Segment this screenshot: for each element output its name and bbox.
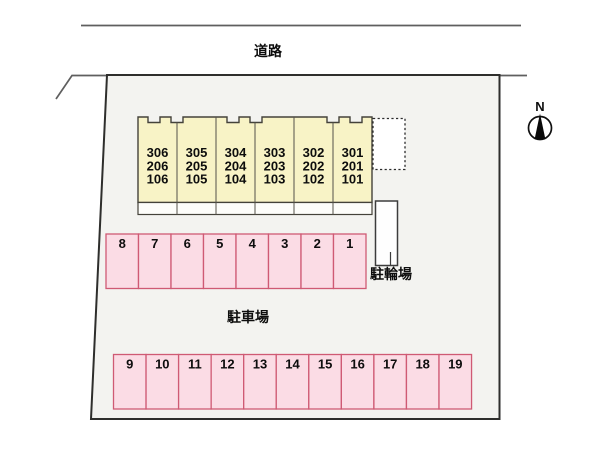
room-number: 201 (342, 158, 364, 173)
parking-row-lower: 9 10 11 12 13 14 15 16 17 18 19 (112, 353, 473, 410)
parking-space (308, 353, 342, 410)
parking-space-number: 9 (126, 357, 133, 372)
building-unit-labels: 306 206 106 305 205 105 304 204 104 303 … (147, 145, 364, 187)
parking-space (340, 353, 375, 410)
building-unit: 304 204 104 (225, 145, 247, 187)
north-needle-icon (534, 113, 546, 140)
room-number: 106 (147, 172, 169, 187)
room-number: 205 (186, 158, 208, 173)
parking-space (105, 233, 140, 290)
parking-space (243, 353, 277, 410)
building-unit-dividers (176, 117, 334, 215)
parking-lot-label: 駐車場 (227, 309, 269, 325)
parking-space-number: 17 (383, 357, 397, 372)
building-unit: 302 202 102 (303, 145, 325, 187)
room-number: 103 (264, 172, 286, 187)
parking-space (275, 353, 310, 410)
parking-space-number: 4 (249, 236, 257, 251)
building-unit: 301 201 101 (342, 145, 364, 187)
room-number: 102 (303, 172, 325, 187)
room-number: 301 (342, 145, 364, 160)
room-number: 206 (147, 158, 169, 173)
parking-space-number: 13 (253, 357, 267, 372)
parking-space-number: 6 (184, 236, 191, 251)
bicycle-parking-label: 駐輪場 (370, 266, 412, 282)
compass-north-label: N (535, 99, 544, 114)
road-label: 道路 (254, 43, 283, 59)
parking-space-number: 7 (151, 236, 158, 251)
parking-space-number: 16 (350, 357, 364, 372)
parking-space (137, 233, 172, 290)
parking-space-number: 10 (155, 357, 169, 372)
room-number: 101 (342, 172, 364, 187)
room-number: 305 (186, 145, 208, 160)
parking-space-number: 12 (220, 357, 234, 372)
room-number: 303 (264, 145, 286, 160)
parking-space (438, 353, 473, 410)
parking-space (332, 233, 367, 290)
room-number: 306 (147, 145, 169, 160)
parking-space-number: 18 (415, 357, 429, 372)
parking-space-number: 3 (281, 236, 288, 251)
parking-space-number: 19 (448, 357, 462, 372)
parking-space-number: 15 (318, 357, 332, 372)
parking-space-number: 14 (285, 357, 300, 372)
parking-space (210, 353, 245, 410)
building-unit: 305 205 105 (186, 145, 208, 187)
building-unit: 306 206 106 (147, 145, 169, 187)
parking-space-number: 2 (314, 236, 321, 251)
compass: N (527, 99, 553, 141)
room-number: 304 (225, 145, 247, 160)
parking-space (112, 353, 147, 410)
room-number: 203 (264, 158, 286, 173)
parking-space (170, 233, 205, 290)
room-number: 105 (186, 172, 208, 187)
parking-space-number: 5 (216, 236, 223, 251)
dashed-annex-box (372, 117, 406, 171)
parking-space (202, 233, 237, 290)
parking-space-number: 8 (119, 236, 126, 251)
parking-space (300, 233, 335, 290)
parking-space (267, 233, 302, 290)
building-unit: 303 203 103 (264, 145, 286, 187)
parking-space (235, 233, 270, 290)
room-number: 104 (225, 172, 247, 187)
room-number: 302 (303, 145, 325, 160)
parking-space-number: 1 (346, 236, 353, 251)
parking-space (177, 353, 212, 410)
bicycle-parking-box (374, 200, 399, 267)
room-number: 204 (225, 158, 247, 173)
room-number: 202 (303, 158, 325, 173)
parking-row-upper: 8 7 6 5 4 3 2 1 (105, 233, 367, 290)
parking-space-number: 11 (188, 357, 202, 372)
